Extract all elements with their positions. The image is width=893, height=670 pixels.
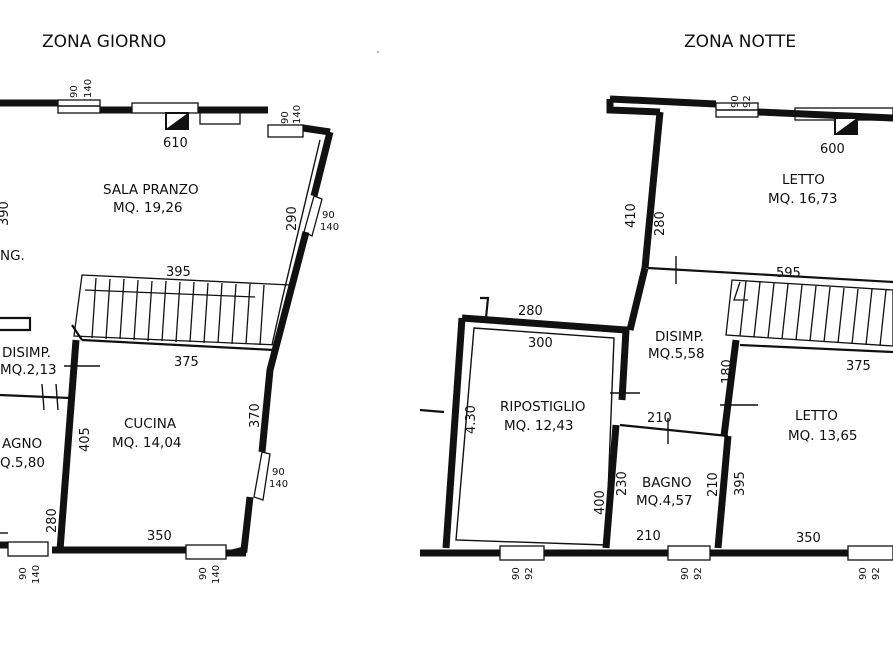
dimension-label: 280	[45, 508, 60, 533]
dimension-label: 395	[733, 471, 748, 496]
room-area-cucina: MQ. 14,04	[112, 435, 182, 451]
wall	[231, 496, 254, 557]
dimension-label: 290	[285, 206, 300, 231]
dimension-label: 405	[78, 427, 93, 452]
wall	[609, 95, 717, 108]
room-name-bagno: AGNO	[2, 436, 42, 452]
room-name-letto-1: LETTO	[782, 172, 825, 188]
window-label: 140	[83, 79, 94, 98]
dimension-label: 210	[636, 529, 661, 544]
window	[667, 545, 711, 561]
wall	[641, 111, 664, 269]
window-label: 92	[742, 95, 753, 108]
window-label: 92	[693, 567, 704, 580]
wall	[258, 231, 310, 453]
plan-zona-giorno	[0, 99, 334, 560]
zone-title-giorno: ZONA GIORNO	[42, 32, 166, 52]
dimension-label: 300	[528, 336, 553, 351]
room-name-ripostiglio: RIPOSTIGLIO	[500, 399, 586, 415]
dimension-label: 600	[820, 142, 845, 157]
room-name-sala-pranzo: SALA PRANZO	[103, 182, 199, 198]
dimension-label: 400	[593, 490, 608, 515]
window-label: 90	[322, 210, 335, 221]
wall	[442, 317, 466, 549]
window-label: 90	[511, 567, 522, 580]
staircase	[73, 274, 291, 346]
window	[267, 124, 304, 138]
plan-zona-notte	[419, 95, 893, 561]
dimension-label: 210	[706, 472, 721, 497]
room-area-ripostiglio: MQ. 12,43	[504, 418, 574, 434]
wall	[461, 314, 630, 401]
dimension-label: 375	[846, 359, 871, 374]
dimension-label: 280	[653, 211, 668, 236]
window-label: 90	[858, 567, 869, 580]
window	[499, 545, 545, 561]
dimension-label: 350	[796, 531, 821, 546]
dimension-label: 595	[776, 266, 801, 281]
dimension-label: 4.30	[464, 405, 479, 434]
window-label: 90	[18, 567, 29, 580]
dimension-label: 610	[163, 136, 188, 151]
dimension-label: 210	[647, 411, 672, 426]
window-label: 90	[198, 567, 209, 580]
window-label: 140	[31, 565, 42, 584]
window-label: 140	[320, 222, 339, 233]
window	[7, 541, 49, 557]
dimension-label: 390	[0, 201, 12, 226]
room-area-bagno: Q.5,80	[0, 455, 45, 471]
dimension-label: 350	[147, 529, 172, 544]
window-label: 90	[280, 111, 291, 124]
room-name-disimp: DISIMP.	[2, 345, 51, 361]
room-name-disimp: DISIMP.	[655, 329, 704, 345]
wall	[56, 339, 80, 551]
window	[847, 545, 893, 561]
wall	[757, 108, 893, 122]
room-area-sala-pranzo: MQ. 19,26	[113, 200, 183, 216]
dimension-label: 230	[615, 471, 630, 496]
room-area-disimp: MQ.5,58	[648, 346, 705, 362]
window-label: 140	[211, 565, 222, 584]
zone-title-notte: ZONA NOTTE	[684, 32, 796, 52]
room-area-letto-1: MQ. 16,73	[768, 191, 838, 207]
window-label: 90	[272, 467, 285, 478]
dimension-label: 370	[248, 403, 263, 428]
wall	[310, 131, 334, 197]
wall	[302, 124, 331, 136]
dimension-label: 395	[166, 265, 191, 280]
window	[303, 195, 323, 237]
window-label: 90	[680, 567, 691, 580]
dimension-label: 410	[624, 203, 639, 228]
room-area-bagno: MQ.4,57	[636, 493, 693, 509]
window-label: 140	[269, 479, 288, 490]
room-area-letto-2: MQ. 13,65	[788, 428, 858, 444]
room-name-bagno: BAGNO	[642, 475, 691, 491]
room-name-letto-2: LETTO	[795, 408, 838, 424]
window-label: 90	[730, 95, 741, 108]
dimension-label: 375	[174, 355, 199, 370]
window-label: 140	[292, 105, 303, 124]
window	[253, 451, 271, 501]
room-name-cucina: CUCINA	[124, 416, 177, 432]
dimension-label: 180	[720, 359, 735, 384]
dimension-label: 280	[518, 304, 543, 319]
room-name-ingresso: NG.	[0, 248, 25, 264]
window-label: 92	[871, 567, 882, 580]
staircase	[725, 279, 893, 347]
room-area-disimp: MQ.2,13	[0, 362, 57, 378]
window-label: 90	[69, 85, 80, 98]
window-label: 92	[524, 567, 535, 580]
window	[185, 544, 227, 560]
